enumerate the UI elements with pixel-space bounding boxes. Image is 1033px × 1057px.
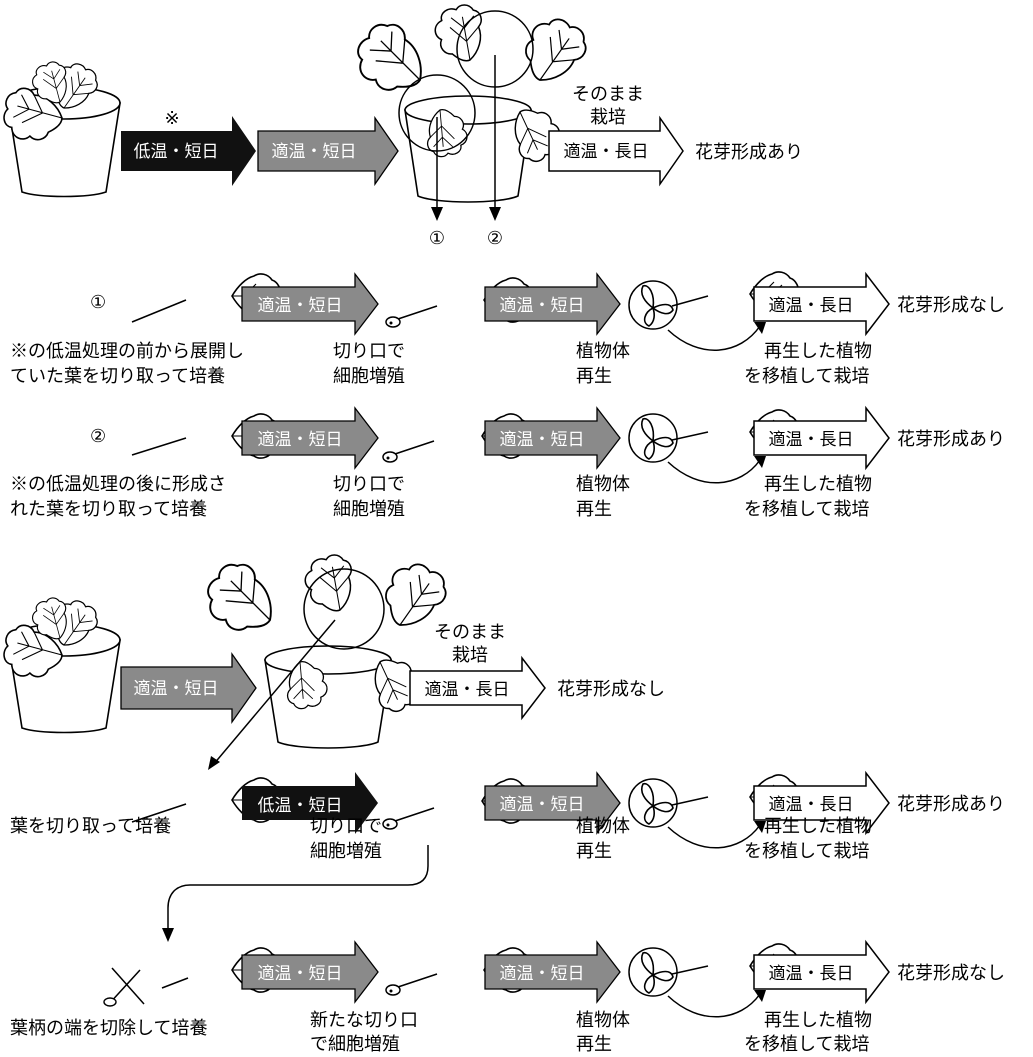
- row1-desc-1: ※の低温処理の前から展開し: [10, 341, 244, 362]
- row4-arrow-2: 適温・短日: [484, 940, 621, 1004]
- row3-to-row4-connector: [167, 845, 429, 930]
- svg-text:適温・短日: 適温・短日: [134, 679, 219, 699]
- row3-cut-2: 細胞増殖: [310, 840, 382, 862]
- row1-arrow-1: 適温・短日: [241, 272, 379, 336]
- row4-desc: 葉柄の端を切除して培養: [10, 1018, 207, 1039]
- row4-regen: [628, 943, 801, 1018]
- row1-regen: [628, 271, 801, 351]
- row3-leaf: [131, 777, 283, 823]
- row3-arrow-2: 適温・短日: [484, 771, 621, 835]
- row3-regen-1: 植物体: [576, 816, 630, 837]
- row1-arrow-2: 適温・短日: [484, 272, 621, 336]
- row1-transplant-2: を移植して栽培: [744, 366, 869, 387]
- row3-transplant-1: 再生した植物: [764, 816, 872, 837]
- as-is-label-1: そのまま: [572, 84, 644, 105]
- svg-text:低温・短日: 低温・短日: [258, 796, 343, 816]
- arrow-mild-short-top: 適温・短日: [257, 115, 399, 187]
- svg-text:適温・短日: 適温・短日: [258, 430, 343, 450]
- row4-regen-2: 再生: [576, 1034, 612, 1055]
- row3-cut-1: 切り口で: [310, 816, 382, 837]
- arrow-mild-long-bottom: 適温・長日: [409, 655, 546, 721]
- row4-arrow-3: 適温・長日: [753, 939, 890, 1005]
- row3-regen: [628, 774, 801, 849]
- row4-newcut-2: で細胞増殖: [310, 1033, 400, 1055]
- row4-transplant-2: を移植して栽培: [744, 1034, 869, 1055]
- circle-bottom: [303, 568, 385, 650]
- row2-leaf: [131, 413, 283, 459]
- row2-regen-2: 再生: [576, 499, 612, 520]
- row2-desc-2: れた葉を切り取って培養: [10, 499, 207, 520]
- small-pot-bottom: [0, 591, 121, 734]
- mark-two: ②: [487, 228, 503, 249]
- row2-arrow-3: 適温・長日: [753, 405, 890, 471]
- row2-desc-1: ※の低温処理の後に形成さ: [10, 474, 226, 495]
- row2-arrow-2: 適温・短日: [484, 406, 621, 470]
- row4-cut-petiole: [103, 947, 283, 1007]
- row2-mark: ②: [90, 426, 106, 447]
- svg-text:適温・長日: 適温・長日: [769, 430, 854, 450]
- row2-transplant-1: 再生した植物: [764, 474, 872, 495]
- row1-arrow-3: 適温・長日: [753, 271, 890, 337]
- row1-mark: ①: [90, 292, 106, 313]
- big-pot-bottom: [193, 551, 456, 770]
- row1-regen-1: 植物体: [576, 341, 630, 362]
- result-top: 花芽形成あり: [695, 142, 803, 163]
- row1-leaf: [131, 273, 283, 323]
- row4-regen-1: 植物体: [576, 1010, 630, 1031]
- mark-one: ①: [429, 228, 445, 249]
- svg-text:適温・長日: 適温・長日: [769, 964, 854, 984]
- row2-arrow-1: 適温・短日: [241, 406, 379, 470]
- svg-text:適温・短日: 適温・短日: [500, 296, 585, 316]
- row2-result: 花芽形成あり: [897, 429, 1005, 450]
- row2-regen-1: 植物体: [576, 474, 630, 495]
- row3-transplant-2: を移植して栽培: [744, 841, 869, 862]
- svg-text:適温・短日: 適温・短日: [272, 142, 357, 162]
- row2-cut-1: 切り口で: [333, 474, 405, 495]
- row1-desc-2: ていた葉を切り取って培養: [10, 366, 225, 387]
- as-is-bottom-2: 栽培: [452, 645, 488, 666]
- row1-transplant-1: 再生した植物: [764, 341, 872, 362]
- arrow-cold-short-top: 低温・短日: [121, 116, 256, 186]
- as-is-bottom-1: そのまま: [434, 622, 506, 643]
- svg-text:適温・長日: 適温・長日: [769, 795, 854, 815]
- row1-cut-1: 切り口で: [333, 341, 405, 362]
- svg-text:適温・短日: 適温・短日: [500, 430, 585, 450]
- row3-arrow-1: 低温・短日: [242, 772, 378, 834]
- row3-regen-2: 再生: [576, 841, 612, 862]
- arrow-mild-short-bottom: 適温・短日: [120, 651, 257, 725]
- asterisk-mark: ※: [164, 108, 179, 129]
- svg-text:適温・短日: 適温・短日: [258, 296, 343, 316]
- svg-text:適温・短日: 適温・短日: [258, 964, 343, 984]
- svg-text:低温・短日: 低温・短日: [134, 142, 219, 162]
- row4-transplant-1: 再生した植物: [764, 1010, 872, 1031]
- as-is-label-2: 栽培: [590, 107, 626, 128]
- row1-cut-2: 細胞増殖: [333, 365, 405, 387]
- row3-result: 花芽形成あり: [897, 794, 1005, 815]
- svg-text:適温・短日: 適温・短日: [500, 795, 585, 815]
- row2-regen: [628, 409, 801, 484]
- result-bottom: 花芽形成なし: [557, 679, 665, 700]
- svg-text:適温・長日: 適温・長日: [425, 680, 510, 700]
- small-pot-top: [0, 54, 121, 198]
- row4-arrow-1: 適温・短日: [241, 940, 379, 1004]
- row4-newcut-1: 新たな切り口: [310, 1010, 418, 1031]
- svg-text:適温・長日: 適温・長日: [769, 296, 854, 316]
- big-pot-top: [343, 2, 596, 221]
- row1-regen-2: 再生: [576, 366, 612, 387]
- row2-cut-2: 細胞増殖: [333, 498, 405, 520]
- svg-text:適温・長日: 適温・長日: [564, 142, 649, 162]
- row2-transplant-2: を移植して栽培: [744, 499, 869, 520]
- row3-desc: 葉を切り取って培養: [10, 816, 171, 837]
- svg-text:適温・短日: 適温・短日: [500, 964, 585, 984]
- arrow-mild-long-top: 適温・長日: [548, 115, 684, 187]
- row4-result: 花芽形成なし: [897, 963, 1005, 984]
- row1-result: 花芽形成なし: [897, 295, 1005, 316]
- row3-arrow-3: 適温・長日: [753, 770, 890, 836]
